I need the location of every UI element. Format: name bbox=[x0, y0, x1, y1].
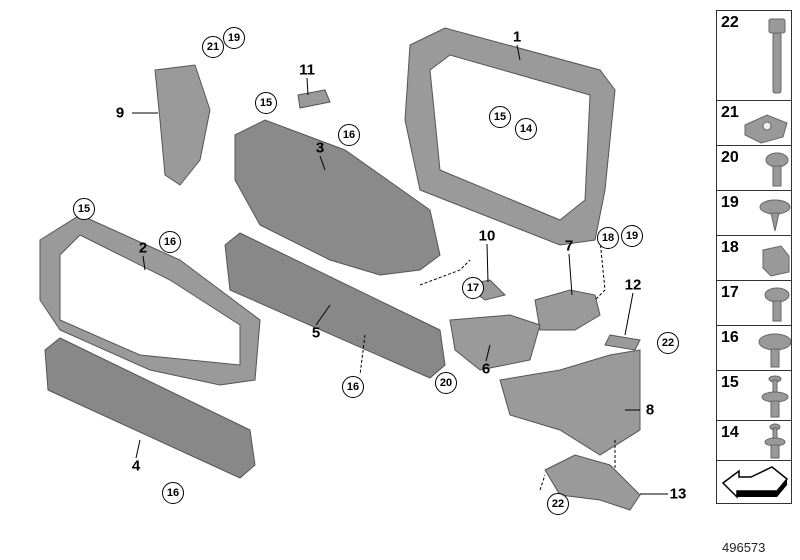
part-label-11: 11 bbox=[299, 61, 315, 79]
expansion-rivet-icon bbox=[761, 375, 789, 418]
callout-16: 16 bbox=[338, 124, 360, 146]
callout-21: 21 bbox=[202, 36, 224, 58]
legend-number: 16 bbox=[721, 329, 739, 346]
callout-14: 14 bbox=[515, 118, 537, 140]
legend-item-17: 17 bbox=[716, 280, 792, 327]
part-8-duct bbox=[499, 349, 641, 456]
legend-number: 19 bbox=[721, 194, 739, 211]
part-label-10: 10 bbox=[478, 227, 496, 245]
torx-screw-icon bbox=[765, 152, 789, 187]
callout-15: 15 bbox=[255, 92, 277, 114]
part-label-1: 1 bbox=[512, 28, 522, 46]
callout-18: 18 bbox=[597, 227, 619, 249]
part-12-bracket bbox=[604, 334, 641, 351]
legend-number: 18 bbox=[721, 239, 739, 256]
hex-screw-icon bbox=[764, 287, 790, 322]
part-label-5: 5 bbox=[311, 324, 321, 342]
callout-22: 22 bbox=[657, 332, 679, 354]
part-13-bracket bbox=[544, 454, 641, 511]
part-4-lower-shutter bbox=[44, 337, 256, 479]
part-label-6: 6 bbox=[481, 360, 491, 378]
legend-number: 22 bbox=[721, 14, 739, 31]
legend-item-15: 15 bbox=[716, 370, 792, 422]
part-label-13: 13 bbox=[669, 485, 687, 503]
callout-20: 20 bbox=[435, 372, 457, 394]
callout-15: 15 bbox=[489, 106, 511, 128]
clip-nut-icon bbox=[744, 114, 788, 144]
part-label-9: 9 bbox=[115, 104, 125, 122]
expansion-rivet-small-icon bbox=[764, 423, 786, 459]
washer-screw-icon bbox=[759, 199, 791, 232]
image-id: 496573 bbox=[722, 540, 766, 555]
legend-item-19: 19 bbox=[716, 190, 792, 237]
legend-direction-arrow bbox=[716, 460, 792, 504]
callout-19: 19 bbox=[223, 27, 245, 49]
callout-16: 16 bbox=[159, 231, 181, 253]
callout-19: 19 bbox=[621, 225, 643, 247]
callout-22: 22 bbox=[547, 493, 569, 515]
part-label-12: 12 bbox=[624, 276, 642, 294]
callout-16: 16 bbox=[342, 376, 364, 398]
legend-item-18: 18 bbox=[716, 235, 792, 282]
leader-lines bbox=[132, 44, 668, 495]
part-7-duct bbox=[534, 289, 601, 331]
part-11-bracket bbox=[297, 89, 331, 109]
collar-screw-icon bbox=[758, 333, 791, 368]
callout-17: 17 bbox=[462, 277, 484, 299]
part-1-radiator-frame bbox=[404, 27, 616, 246]
legend-item-14: 14 bbox=[716, 420, 792, 462]
part-5-shutter bbox=[224, 232, 446, 379]
part-label-3: 3 bbox=[315, 139, 325, 157]
direction-arrow-icon bbox=[721, 466, 789, 499]
legend-item-21: 21 bbox=[716, 100, 792, 147]
part-3-kidney-grille bbox=[234, 119, 441, 276]
legend-item-20: 20 bbox=[716, 145, 792, 192]
hex-bolt-icon bbox=[768, 18, 786, 94]
legend-number: 20 bbox=[721, 149, 739, 166]
part-6-duct bbox=[449, 314, 541, 371]
callout-15: 15 bbox=[73, 198, 95, 220]
part-label-8: 8 bbox=[645, 401, 655, 419]
legend-number: 17 bbox=[721, 284, 739, 301]
part-label-4: 4 bbox=[131, 457, 141, 475]
part-label-2: 2 bbox=[138, 239, 148, 257]
legend-item-22: 22 bbox=[716, 10, 792, 102]
part-label-7: 7 bbox=[564, 237, 574, 255]
callout-16: 16 bbox=[162, 482, 184, 504]
legend-number: 15 bbox=[721, 374, 739, 391]
legend-number: 21 bbox=[721, 104, 739, 121]
legend-item-16: 16 bbox=[716, 325, 792, 372]
part-2-grille-frame bbox=[39, 214, 261, 386]
legend-number: 14 bbox=[721, 424, 739, 441]
part-9-air-duct bbox=[154, 64, 211, 186]
nut-clip-icon bbox=[762, 245, 790, 277]
